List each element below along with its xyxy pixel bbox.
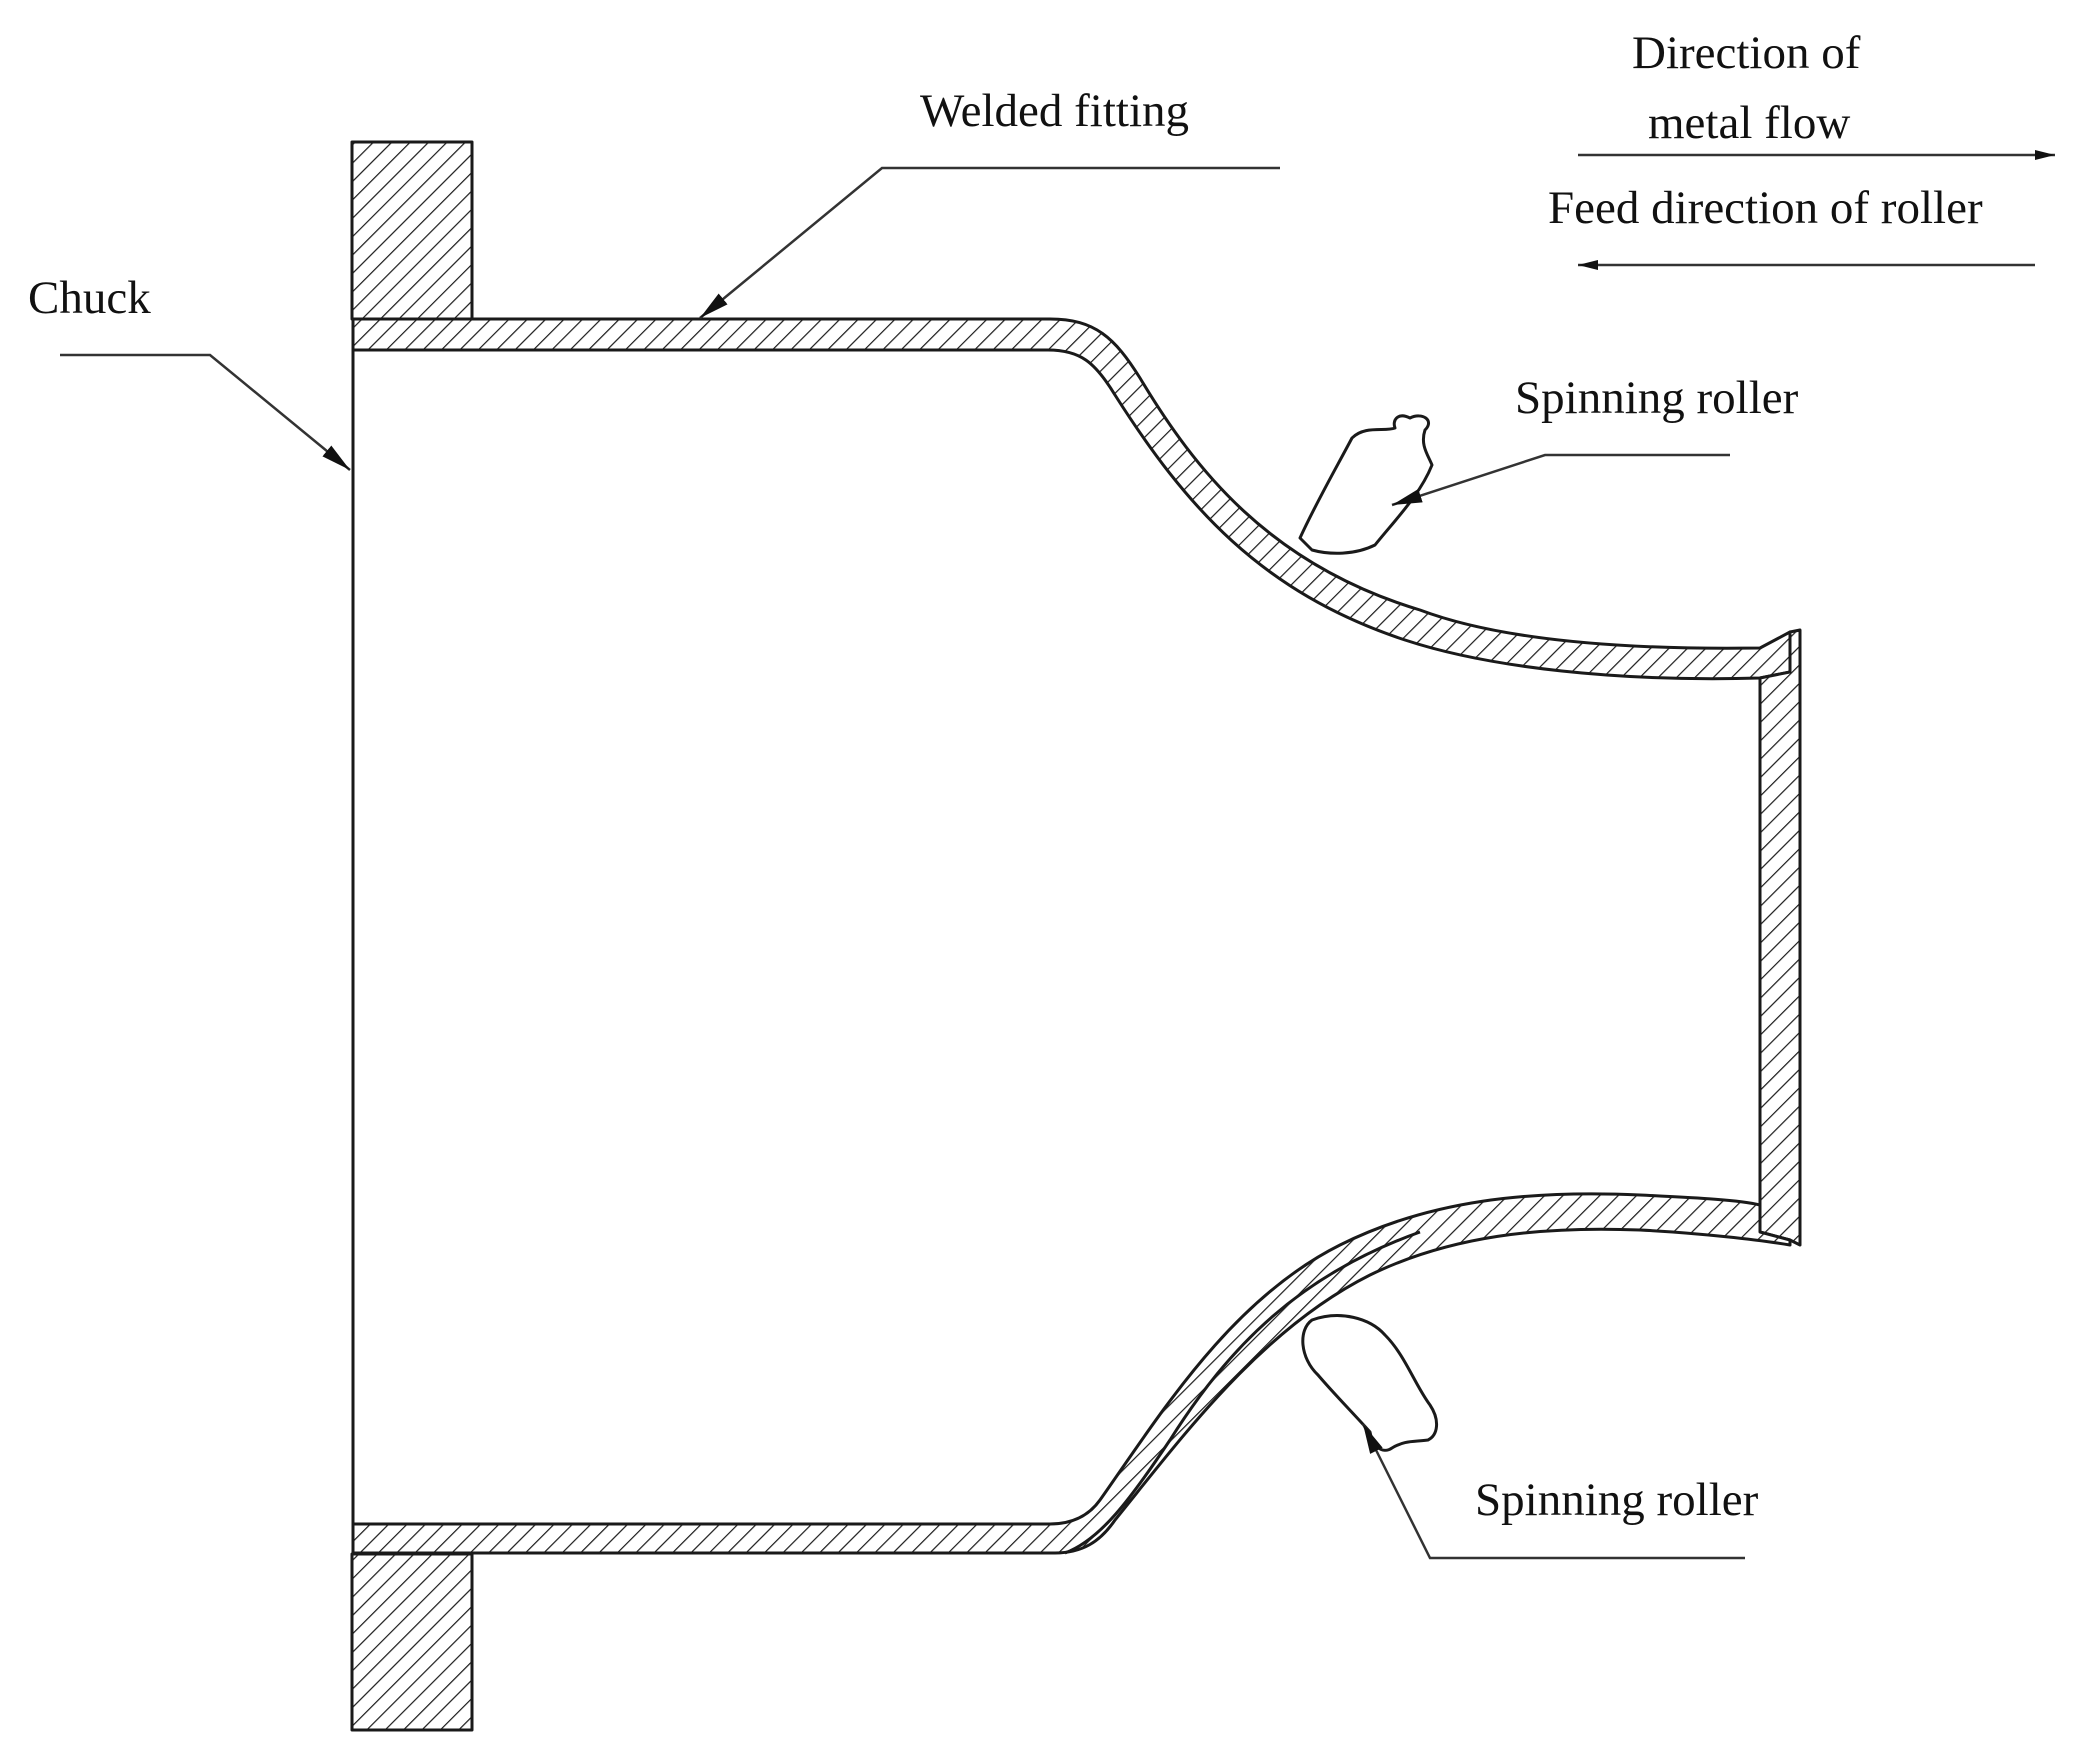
metal-flow-label-line2: metal flow [1648,97,1850,149]
chuck-upper-block [350,140,474,321]
lower-roller-leader-line [1361,1423,1745,1560]
feed-direction-label: Feed direction of roller [1548,182,1983,234]
chuck-lower-block [350,1552,474,1732]
welded-fitting-leader-line [699,166,1280,319]
chuck-leader-line [60,353,351,471]
lower-roller-label: Spinning roller [1475,1474,1759,1526]
metal-flow-label-line1: Direction of [1632,27,1861,79]
chuck-label: Chuck [28,272,151,324]
fitting-lower-wall [351,1192,1792,1555]
upper-roller-label: Spinning roller [1515,372,1799,424]
upper-roller-leader-line [1391,453,1730,507]
lower-spinning-roller [1301,1314,1438,1452]
upper-spinning-roller [1298,414,1434,555]
welded-fitting-label: Welded fitting [920,85,1189,137]
deformed-layer-line [1064,1230,1421,1555]
fitting-end-wall [1758,628,1802,1247]
